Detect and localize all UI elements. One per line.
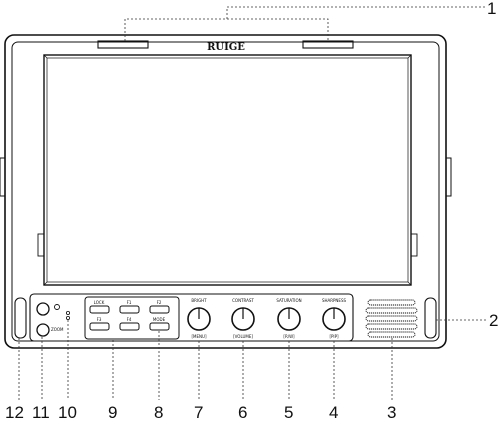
control-panel: [29, 293, 354, 342]
ir-sensor: [66, 310, 71, 315]
callout-3: 3: [387, 403, 397, 422]
knob-sublabel-rw: [R/W]: [283, 334, 295, 339]
ir-sensor-lower: [66, 315, 71, 320]
button-label-lock: LOCK: [94, 300, 105, 305]
mode-button[interactable]: [149, 322, 170, 331]
callout-10: 10: [58, 403, 77, 422]
button-label-mode: MODE: [153, 317, 166, 322]
power-button[interactable]: [36, 302, 50, 316]
knob-saturation: SATURATION [R/W]: [276, 298, 301, 339]
screen-left-clip: [37, 233, 45, 257]
monitor-bezel-outer: [4, 34, 447, 349]
knob-sublabel-menu: [MENU]: [191, 334, 206, 339]
function-buttons: LOCK F1 F2 F3 F4 MODE: [89, 300, 170, 331]
callout-4: 4: [329, 403, 339, 422]
callout-5: 5: [284, 403, 294, 422]
button-label-f3: F3: [97, 317, 102, 322]
callout-8: 8: [154, 403, 164, 422]
f4-button[interactable]: [119, 322, 140, 331]
monitor-bezel-inner: [11, 41, 440, 342]
knob-sublabel-volume: [VOLUME]: [233, 334, 253, 339]
button-label-f1: F1: [127, 300, 132, 305]
callout-6: 6: [238, 403, 248, 422]
callout-9: 9: [108, 403, 118, 422]
speaker-grille: [365, 299, 418, 338]
knob-label-contrast: CONTRAST: [232, 298, 254, 303]
knob-contrast: CONTRAST [VOLUME]: [231, 298, 255, 339]
f2-button[interactable]: [149, 305, 170, 314]
button-label-f4: F4: [127, 317, 132, 322]
f1-button[interactable]: [119, 305, 140, 314]
callout-1: 1: [487, 0, 497, 18]
callout-leader-lines: [18, 6, 486, 400]
power-led: [54, 304, 60, 310]
right-mount-bracket: [445, 157, 452, 197]
callout-11: 11: [32, 403, 50, 422]
zoom-knob[interactable]: [36, 323, 50, 337]
brand-logo: RUIGE: [207, 42, 245, 53]
button-group: [84, 296, 180, 340]
callout-2: 2: [489, 311, 499, 330]
tally-light-left: [97, 40, 149, 49]
lock-button[interactable]: [89, 305, 110, 314]
left-mount-bracket: [0, 157, 6, 197]
knob-label-sharpness: SHARPNESS: [322, 298, 347, 303]
tally-light-bottom-left: [14, 297, 27, 339]
button-label-f2: F2: [157, 300, 162, 305]
tally-light-bottom-right: [424, 297, 437, 339]
callout-12: 12: [5, 403, 24, 422]
knob-sublabel-pip: [PIP]: [329, 334, 339, 339]
knob-label-saturation: SATURATION: [276, 298, 301, 303]
f3-button[interactable]: [89, 322, 110, 331]
knob-bright: BRIGHT [MENU]: [187, 298, 211, 339]
zoom-label: ZOOM: [51, 327, 64, 332]
knob-label-bright: BRIGHT: [191, 298, 207, 303]
knob-sharpness: SHARPNESS [PIP]: [322, 298, 347, 339]
lcd-screen: [43, 54, 412, 286]
callout-7: 7: [194, 403, 204, 422]
screen-right-clip: [410, 233, 418, 257]
tally-light-right: [302, 40, 354, 49]
